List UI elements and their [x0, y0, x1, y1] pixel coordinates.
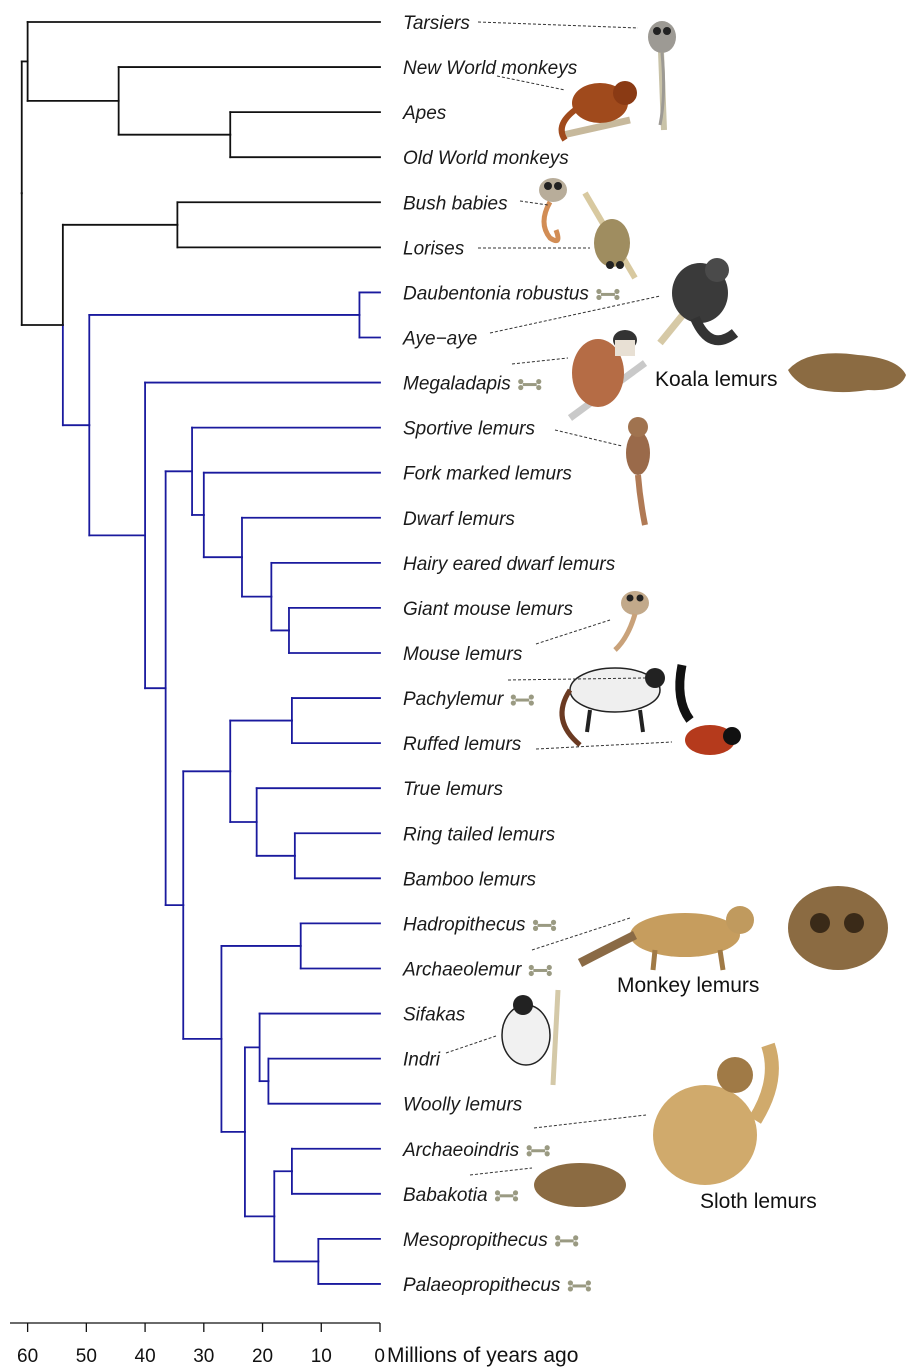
- bone-icon: [511, 694, 534, 705]
- mouse-lemur-illustration: [615, 591, 649, 650]
- bone-icon: [495, 1190, 518, 1201]
- bone-icon: [533, 920, 556, 931]
- monkey-lemurs-label: Monkey lemurs: [617, 974, 759, 997]
- axis-tick-label: 10: [311, 1346, 332, 1367]
- monkey-lemur-illustration: [580, 906, 754, 970]
- bone-icon: [596, 289, 619, 300]
- taxon-label: Megaladapis: [403, 374, 511, 395]
- bone-icon: [527, 1145, 550, 1156]
- taxon-label: Palaeopropithecus: [403, 1275, 561, 1296]
- aye-aye-illustration: [660, 258, 735, 343]
- sloth-lemur-illustration: [653, 1045, 772, 1185]
- sloth-lemurs-label: Sloth lemurs: [700, 1190, 817, 1213]
- axis-tick-label: 60: [17, 1346, 38, 1367]
- bone-icon: [555, 1235, 578, 1246]
- taxon-label: Mouse lemurs: [403, 644, 523, 665]
- taxon-label: Dwarf lemurs: [403, 509, 515, 530]
- axis-tick-label: 0: [374, 1346, 385, 1367]
- taxon-label: Hairy eared dwarf lemurs: [403, 554, 616, 575]
- taxon-label: Giant mouse lemurs: [403, 599, 574, 620]
- sportive-lemur-illustration: [626, 417, 650, 525]
- axis-title: Millions of years ago: [387, 1344, 578, 1367]
- taxon-label: Mesopropithecus: [403, 1230, 548, 1251]
- taxon-label: Archaeoindris: [402, 1140, 520, 1161]
- taxon-label: Lorises: [403, 238, 465, 259]
- taxon-label: Tarsiers: [403, 13, 470, 34]
- axis-tick-label: 20: [252, 1346, 273, 1367]
- bush-baby-illustration: [539, 178, 567, 241]
- taxon-label: Old World monkeys: [403, 148, 569, 169]
- taxon-label: Hadropithecus: [403, 914, 526, 935]
- taxon-label: Apes: [402, 103, 447, 124]
- axis-tick-label: 50: [76, 1346, 97, 1367]
- bone-icon: [518, 379, 541, 390]
- axis-tick-label: 40: [135, 1346, 156, 1367]
- babakotia-skull: [534, 1163, 626, 1207]
- bone-icon: [568, 1280, 591, 1291]
- indri-illustration: [502, 990, 558, 1085]
- taxon-label: Fork marked lemurs: [403, 464, 572, 485]
- taxon-label: Ring tailed lemurs: [403, 824, 556, 845]
- new-world-monkey-illustration: [562, 81, 637, 140]
- taxon-label: Daubentonia robustus: [403, 283, 589, 304]
- taxon-label: Indri: [403, 1050, 441, 1071]
- taxon-label: Bamboo lemurs: [403, 869, 537, 890]
- tree-branches: [22, 22, 380, 1284]
- koala-lemur-skull: [788, 353, 906, 392]
- taxon-label: Pachylemur: [403, 689, 504, 710]
- axis-tick-label: 30: [193, 1346, 214, 1367]
- taxon-label: Aye−aye: [402, 328, 477, 349]
- taxon-label: Sifakas: [403, 1005, 466, 1026]
- koala-lemur-illustration: [570, 330, 645, 418]
- taxon-label: Ruffed lemurs: [403, 734, 522, 755]
- axis-ticks: 60 50 40 30 20 10 0: [17, 1323, 385, 1367]
- taxon-label: True lemurs: [403, 779, 503, 800]
- taxon-label: Babakotia: [403, 1185, 488, 1206]
- time-axis: 60 50 40 30 20 10 0 Millions of years ago: [10, 1323, 578, 1367]
- monkey-lemur-skull: [788, 886, 888, 970]
- koala-lemurs-label: Koala lemurs: [655, 368, 778, 391]
- taxon-label: Sportive lemurs: [403, 419, 535, 440]
- taxon-label: Bush babies: [403, 193, 508, 214]
- pachylemur-illustration: [562, 668, 665, 745]
- taxon-label: Archaeolemur: [402, 959, 522, 980]
- taxon-label: Woolly lemurs: [403, 1095, 523, 1116]
- bone-icon: [529, 965, 552, 976]
- taxon-label: New World monkeys: [403, 58, 578, 79]
- loris-illustration: [585, 193, 635, 278]
- tarsier-illustration: [648, 21, 676, 130]
- ruffed-lemur-illustration: [680, 665, 741, 755]
